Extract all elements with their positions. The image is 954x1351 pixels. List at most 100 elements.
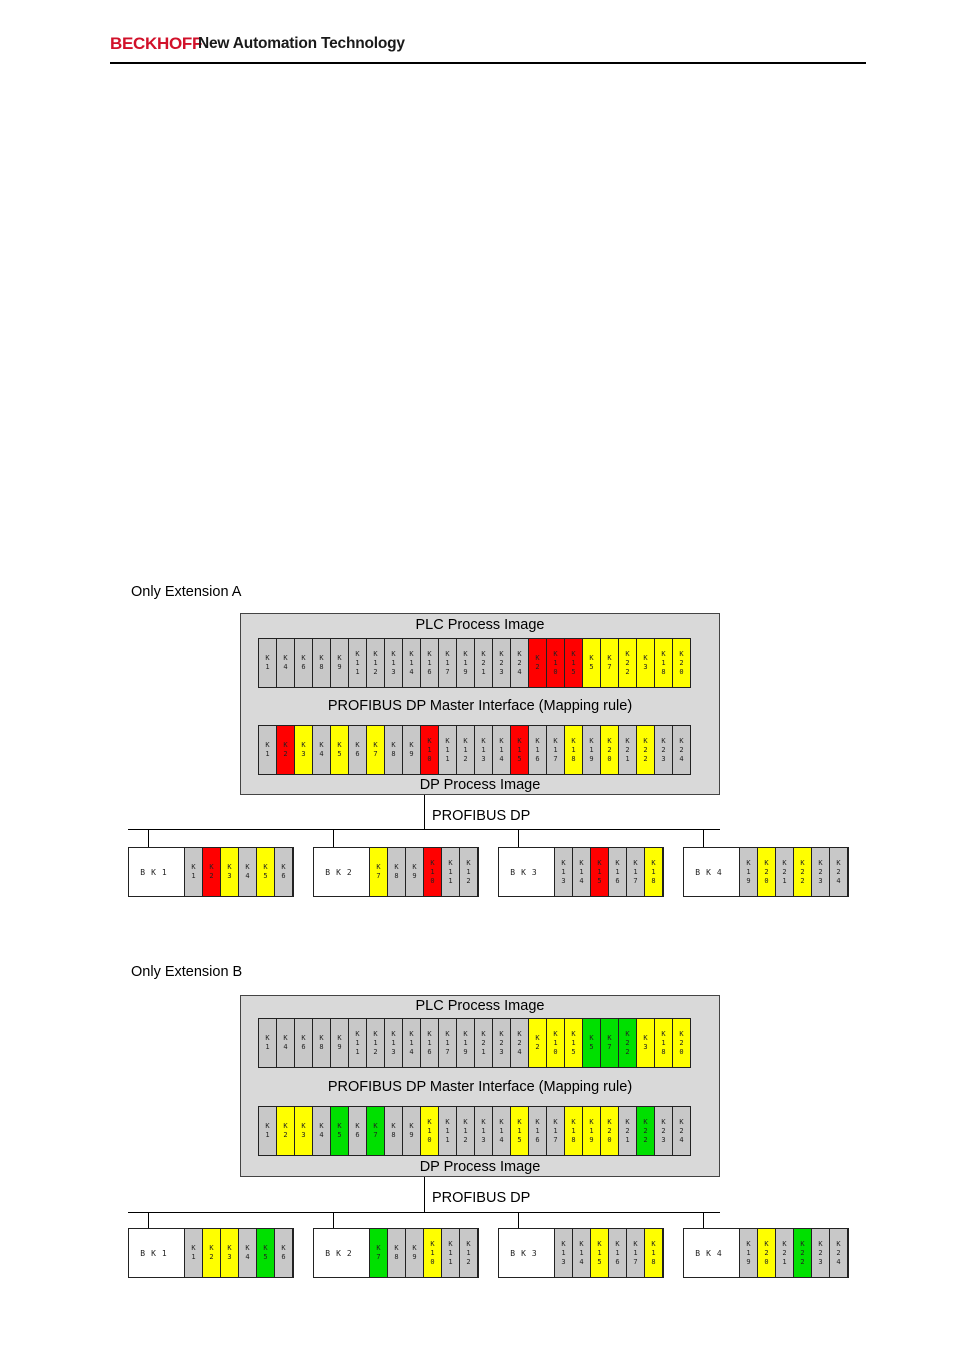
mapping-rule-label: PROFIBUS DP Master Interface (Mapping ru… bbox=[327, 698, 633, 714]
bus-coupler-label: BK1 bbox=[129, 1229, 185, 1277]
brand-tagline: New Automation Technology bbox=[198, 35, 405, 52]
bus-drop-line bbox=[333, 1212, 334, 1228]
bus-drop-line bbox=[148, 829, 149, 847]
bus-coupler-label: BK4 bbox=[684, 848, 740, 896]
mapping-rule-label: PROFIBUS DP Master Interface (Mapping ru… bbox=[327, 1079, 633, 1095]
bus-drop-line bbox=[333, 829, 334, 847]
plc-process-image-label: PLC Process Image bbox=[415, 998, 545, 1014]
bus-connector-line bbox=[424, 1177, 425, 1212]
profibus-bus-line bbox=[128, 829, 720, 830]
bus-coupler-label: BK3 bbox=[499, 1229, 555, 1277]
bus-drop-line bbox=[703, 1212, 704, 1228]
bus-drop-line bbox=[518, 829, 519, 847]
diagram-title: Only Extension A bbox=[131, 584, 242, 600]
plc-process-image-label: PLC Process Image bbox=[415, 617, 545, 633]
bus-coupler-label: BK2 bbox=[314, 1229, 370, 1277]
bus-coupler-label: BK1 bbox=[129, 848, 185, 896]
dp-process-image-label: DP Process Image bbox=[419, 777, 541, 793]
bus-coupler-label: BK3 bbox=[499, 848, 555, 896]
